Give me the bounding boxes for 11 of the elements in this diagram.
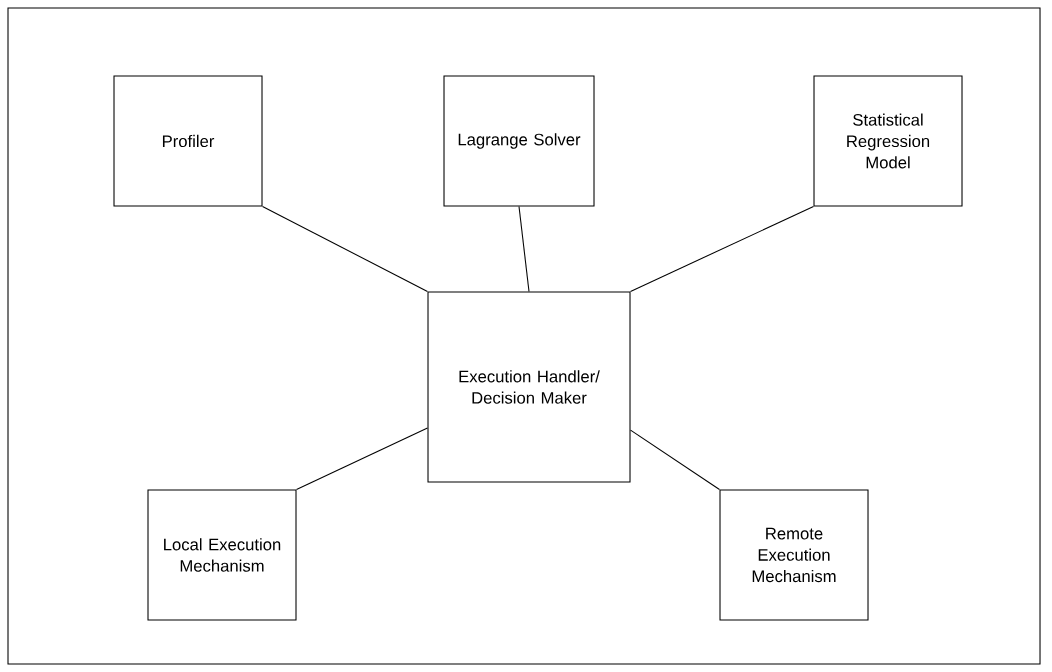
process-box: Execution Handler/ Decision Maker [427,291,631,483]
connector-line [262,206,428,292]
connector-line [630,429,720,490]
process-box: Remote Execution Mechanism [719,489,869,621]
connector-line [518,206,530,292]
connector-line [296,427,428,490]
process-box: Profiler [113,75,263,207]
process-box: Lagrange Solver [443,75,595,207]
process-box: Statistical Regression Model [813,75,963,207]
connector-line [630,206,814,292]
process-box: Local Execution Mechanism [147,489,297,621]
